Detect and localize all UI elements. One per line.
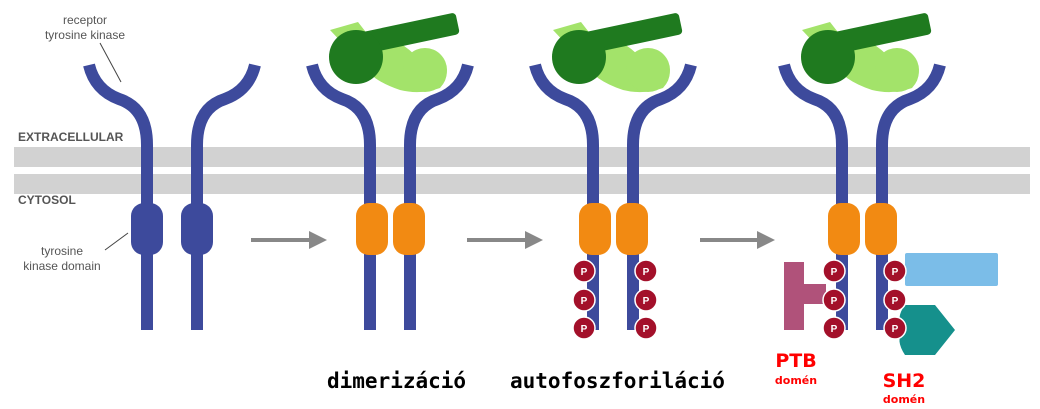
receptor-autophosphorylated: P P P P P P: [529, 13, 697, 340]
phosphate-group: P: [822, 316, 846, 340]
phosphate-group: P: [822, 288, 846, 312]
phosphate-group: P: [634, 259, 658, 283]
ptb-domain-label: PTB: [775, 350, 816, 372]
membrane-inner-layer: [14, 174, 1030, 194]
ligand: [801, 13, 932, 93]
phosphate-group: P: [572, 316, 596, 340]
kinase-pointer-line: [104, 232, 129, 251]
ligand: [552, 13, 683, 93]
receptor-chain-right: [876, 63, 946, 330]
membrane-outer-layer: [14, 147, 1030, 167]
kinase-domain-active-left: [828, 203, 860, 255]
receptor-chain-left: [778, 63, 848, 330]
arrow-step-3: [700, 231, 775, 249]
kinase-domain-active-right: [616, 203, 648, 255]
receptor-chain-left: [306, 63, 376, 330]
receptor-chain-right: [404, 63, 474, 330]
receptor-monomers-inactive: [83, 63, 261, 330]
svg-text:P: P: [892, 267, 899, 278]
svg-text:P: P: [892, 324, 899, 335]
receptor-chain-right: [627, 63, 697, 330]
phosphate-group: P: [883, 259, 907, 283]
step-label-dimerization: dimerizáció: [327, 369, 466, 393]
svg-text:P: P: [643, 267, 650, 278]
kinase-domain-active-right: [393, 203, 425, 255]
svg-text:P: P: [831, 267, 838, 278]
ptb-domain-protein: [784, 262, 826, 330]
svg-text:P: P: [581, 267, 588, 278]
phosphate-group: P: [572, 288, 596, 312]
ligand-light-circle: [875, 48, 919, 92]
ptb-domain-sublabel: domén: [775, 374, 817, 387]
kinase-domain-active-left: [579, 203, 611, 255]
sh2-domain-sublabel: domén: [883, 393, 925, 406]
receptor-dimer: [306, 13, 474, 330]
receptor-chain-left: [83, 63, 153, 330]
svg-text:P: P: [892, 296, 899, 307]
extracellular-label: EXTRACELLULAR: [18, 130, 124, 144]
ligand-dark-circle: [329, 30, 383, 84]
ligand-dark-circle: [552, 30, 606, 84]
ligand-light-circle: [403, 48, 447, 92]
kinase-domain-active-right: [865, 203, 897, 255]
ligand-light-circle: [626, 48, 670, 92]
receptor-chain-right: [191, 63, 261, 330]
receptor-label-line2: tyrosine kinase: [45, 28, 125, 42]
ligand: [329, 13, 460, 93]
phosphate-group: P: [822, 259, 846, 283]
arrow-step-1: [251, 231, 327, 249]
kinase-domain-label-line1: tyrosine: [41, 244, 83, 258]
kinase-domain-inactive-right: [181, 203, 213, 255]
cytosol-label: CYTOSOL: [18, 193, 76, 207]
sh2-protein-teal: [899, 305, 955, 355]
receptor-pointer-line: [99, 42, 122, 83]
phosphate-group: P: [883, 316, 907, 340]
phosphate-group: P: [883, 288, 907, 312]
receptor-chain-left: [529, 63, 599, 330]
phosphate-group: P: [634, 288, 658, 312]
kinase-domain-inactive-left: [131, 203, 163, 255]
phosphate-group: P: [572, 259, 596, 283]
svg-text:P: P: [643, 296, 650, 307]
svg-text:P: P: [831, 324, 838, 335]
sh2-protein-blue: [905, 253, 998, 286]
svg-text:P: P: [581, 324, 588, 335]
svg-text:P: P: [581, 296, 588, 307]
receptor-with-adapters: P P P P P P: [778, 13, 998, 355]
svg-text:P: P: [831, 296, 838, 307]
receptor-label-line1: receptor: [63, 13, 107, 27]
phosphate-group: P: [634, 316, 658, 340]
kinase-domain-active-left: [356, 203, 388, 255]
sh2-domain-label: SH2: [883, 370, 926, 392]
kinase-domain-label-line2: kinase domain: [23, 259, 100, 273]
ligand-dark-circle: [801, 30, 855, 84]
svg-text:P: P: [643, 324, 650, 335]
arrow-step-2: [467, 231, 543, 249]
step-label-autophosphorylation: autofoszforiláció: [510, 369, 725, 393]
